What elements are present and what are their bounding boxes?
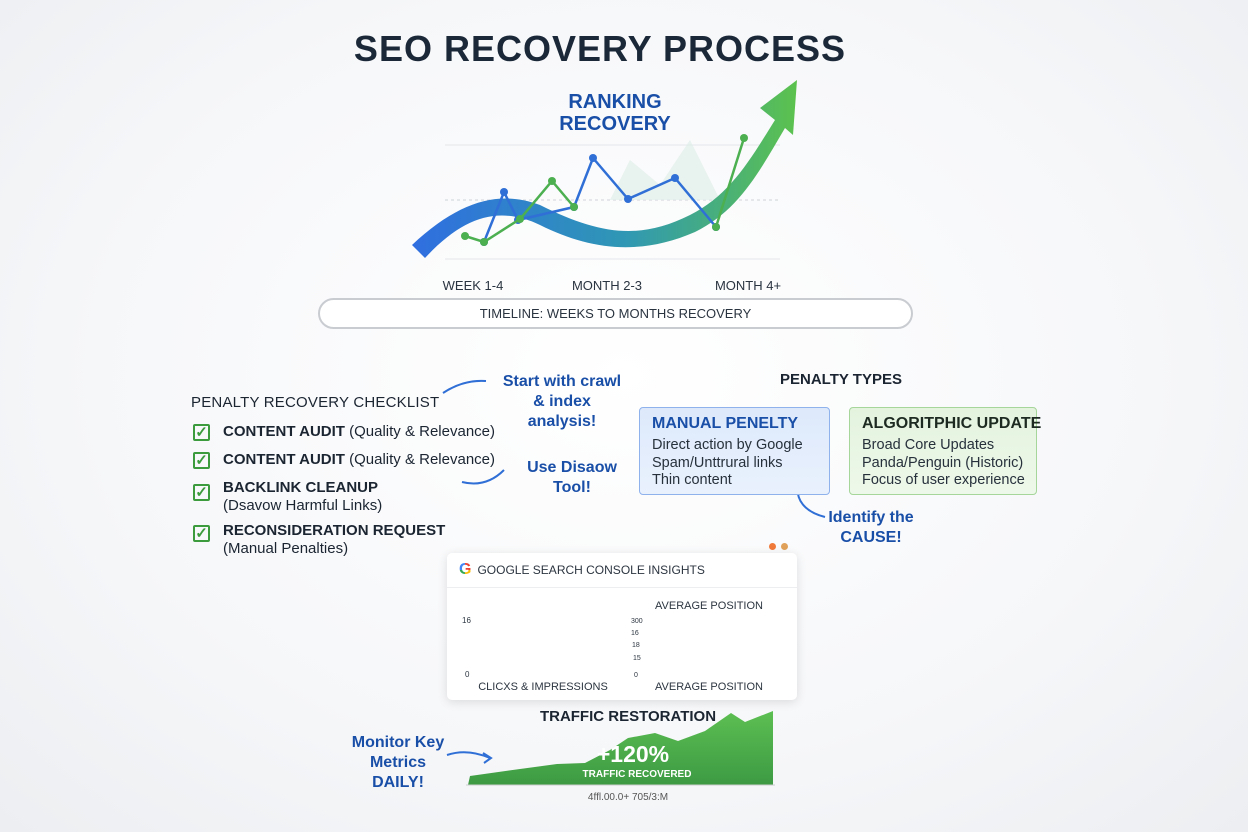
ranking-point — [461, 232, 469, 240]
search-console-header: G GOOGLE SEARCH CONSOLE INSIGHTS — [447, 553, 797, 588]
note-line: CAUSE! — [840, 529, 902, 546]
checkbox-checked-icon[interactable]: ✓ — [193, 484, 210, 501]
checkbox-checked-icon[interactable]: ✓ — [193, 452, 210, 469]
item-title: BACKLINK CLEANUP — [223, 479, 378, 496]
note-crawl: Start with crawl & index analysis! — [503, 372, 621, 432]
title-line: RECOVERY — [559, 113, 671, 135]
note-line: Identify the — [828, 509, 914, 526]
background-mountain — [610, 140, 720, 200]
card-title: ALGORITPHIC UPDATE — [862, 415, 1042, 432]
checklist-item: ✓ CONTENT AUDIT (Quality & Relevance) — [193, 451, 495, 469]
item-title: RECONSIDERATION REQUEST — [223, 522, 446, 539]
note-line: Metrics — [369, 754, 427, 771]
annotation-curve — [461, 469, 505, 485]
traffic-title: TRAFFIC RESTORATION — [539, 708, 717, 725]
timeline-label-month-4: MONTH 4+ — [714, 278, 782, 293]
search-console-title: GOOGLE SEARCH CONSOLE INSIGHTS — [477, 563, 705, 577]
ranking-point — [671, 174, 679, 182]
note-line: analysis! — [527, 413, 597, 430]
card-line: Broad Core Updates — [862, 437, 995, 453]
ranking-line — [482, 155, 717, 243]
note-line: Start with crawl — [502, 373, 622, 390]
checkbox-checked-icon[interactable]: ✓ — [193, 424, 210, 441]
y-tick: 18 — [632, 642, 640, 649]
recovery-arrow — [412, 80, 797, 258]
annotation-curve — [442, 379, 487, 394]
item-title: CONTENT AUDIT — [223, 423, 345, 440]
window-dot — [781, 543, 788, 550]
traffic-recovered-label: TRAFFIC RECOVERED — [582, 769, 692, 780]
ranking-point — [624, 195, 632, 203]
note-line: & index — [533, 393, 591, 410]
traffic-percent: +120% — [596, 741, 670, 767]
y-tick: 300 — [631, 618, 643, 625]
ranking-point — [712, 223, 720, 231]
y-tick: 0 — [634, 672, 638, 679]
penalty-types-heading: PENALTY TYPES — [780, 371, 902, 388]
note-line: Tool! — [553, 479, 591, 496]
card-title: MANUAL PENELTY — [652, 415, 799, 432]
card-line: Direct action by Google — [652, 437, 803, 453]
ranking-line — [714, 137, 746, 228]
card-line: Panda/Penguin (Historic) — [862, 454, 1024, 471]
timeline-label-week: WEEK 1-4 — [442, 278, 504, 293]
ranking-point — [570, 203, 578, 211]
y-tick: 15 — [633, 655, 641, 662]
page-title: SEO RECOVERY PROCESS — [353, 28, 847, 69]
checklist-heading: PENALTY RECOVERY CHECKLIST — [191, 394, 440, 411]
ranking-point — [589, 154, 597, 162]
timeline-pill: TIMELINE: WEEKS TO MONTHS RECOVERY — [318, 298, 913, 329]
checkbox-checked-icon[interactable]: ✓ — [193, 525, 210, 542]
card-line: Focus of user experience — [862, 472, 1025, 488]
clicks-chart-label: CLICXS & IMPRESSIONS — [478, 681, 608, 693]
item-detail: (Quality & Relevance) — [349, 451, 496, 468]
traffic-area-chart — [468, 711, 773, 785]
title-line: RANKING — [568, 91, 662, 113]
checklist-item: ✓ RECONSIDERATION REQUEST(Manual Penaltie… — [193, 522, 445, 558]
item-detail: (Manual Penalties) — [223, 540, 349, 557]
checklist-item: ✓ CONTENT AUDIT (Quality & Relevance) — [193, 423, 495, 441]
window-dot — [769, 543, 776, 550]
y-tick: 16 — [631, 630, 639, 637]
ranking-point — [516, 215, 524, 223]
item-detail: (Dsavow Harmful Links) — [223, 497, 383, 514]
search-console-card: G GOOGLE SEARCH CONSOLE INSIGHTS — [447, 553, 797, 700]
ranking-point — [480, 238, 488, 246]
timeline-label-month-2-3: MONTH 2-3 — [571, 278, 643, 293]
y-tick: 16 — [462, 616, 471, 625]
item-title: CONTENT AUDIT — [223, 451, 345, 468]
traffic-axis-label: 4ffl.00.0+ 705/3:M — [587, 792, 669, 803]
note-line: DAILY! — [372, 774, 424, 791]
ranking-point — [500, 188, 508, 196]
position-chart-label: AVERAGE POSITION — [655, 681, 763, 693]
ranking-point — [740, 134, 748, 142]
note-line: Use Disaow — [527, 459, 617, 476]
card-line: Spam/Unttrural links — [652, 454, 783, 471]
position-chart-title: AVERAGE POSITION — [655, 600, 763, 612]
card-line: Thin content — [652, 472, 732, 488]
ranking-point — [548, 177, 556, 185]
checklist-item: ✓ BACKLINK CLEANUP(Dsavow Harmful Links) — [193, 479, 382, 515]
y-tick: 0 — [465, 670, 470, 679]
item-detail: (Quality & Relevance) — [349, 423, 496, 440]
annotation-arrow — [446, 751, 493, 764]
note-line: Monitor Key — [351, 734, 445, 751]
google-logo-icon: G — [459, 561, 472, 578]
